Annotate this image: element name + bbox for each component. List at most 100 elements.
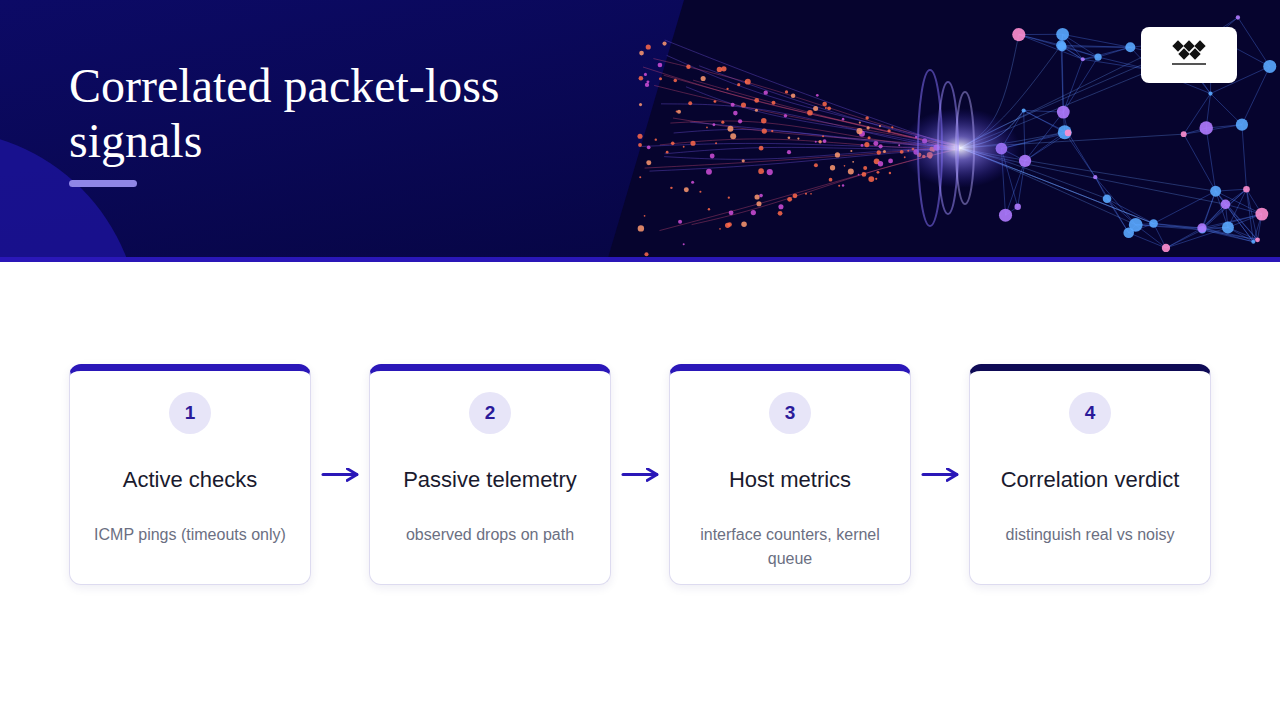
logo-wordmark [1172,63,1206,65]
particle [699,191,701,193]
network-node [1263,60,1276,73]
network-node [1181,131,1187,137]
process-card: 1Active checksICMP pings (timeouts only) [69,364,311,585]
particle [659,77,662,80]
particle [742,159,745,162]
particle [645,83,649,87]
particle [784,114,788,118]
flow-arrow [323,473,357,476]
network-link [1216,191,1258,240]
particle [877,171,880,174]
particle [728,197,730,199]
particle [745,79,751,85]
particle [816,94,819,97]
network-node [1094,53,1101,60]
network-node [1093,175,1097,179]
particle [791,94,795,98]
particle [830,165,835,170]
particle [638,143,642,147]
particle [688,101,692,105]
particle [691,181,694,184]
particle [729,210,734,215]
particle [647,145,651,149]
network-link [1129,233,1166,248]
particle [658,63,663,68]
particle [835,152,840,157]
particle [866,126,869,129]
particle [879,144,883,148]
particle [772,101,776,105]
particle [754,194,759,199]
particle [719,228,721,230]
network-node [1056,40,1066,50]
network-link [1136,225,1203,230]
process-card: 3Host metricsinterface counters, kernel … [669,364,911,585]
particle [838,185,840,187]
network-node [1199,121,1213,135]
particle [788,136,791,139]
network-link [1238,17,1270,66]
particle [741,221,747,227]
particle [644,215,646,217]
particle [852,161,854,163]
step-number: 3 [769,392,811,434]
network-link [1019,35,1062,47]
particle [715,142,717,144]
network-node [1057,106,1070,119]
particle [639,176,641,178]
particle [898,144,900,146]
network-node [1197,223,1206,232]
particle [805,193,807,195]
particle [706,169,712,175]
network-node [1149,219,1158,228]
network-link [1095,177,1135,225]
particle [725,223,730,228]
network-link [1184,134,1216,191]
particle [787,150,791,154]
network-node [1162,244,1170,252]
network-link [1024,110,1025,160]
particle [861,144,864,147]
particle [677,110,681,114]
particle [848,168,854,174]
step-title: Active checks [78,467,302,493]
particle [844,165,846,167]
particle [877,150,881,154]
particle [639,51,644,56]
step-description: distinguish real vs noisy [990,523,1190,547]
particle [858,174,860,176]
network-node [1058,125,1072,139]
network-node [1125,42,1135,52]
particle [646,44,651,49]
particle [683,243,685,245]
particle [813,106,818,111]
particle [868,176,874,182]
flow-arrow [623,473,657,476]
step-title: Correlation verdict [978,467,1202,493]
particle [639,76,644,81]
particle [721,66,726,71]
particle [741,102,746,107]
lens-ring [956,92,974,204]
particle [865,116,869,120]
particle [644,73,647,76]
network-node [1056,28,1069,41]
particle [708,208,710,210]
particle [778,211,783,216]
particle [671,142,675,146]
process-card: 4Correlation verdictdistinguish real vs … [969,364,1211,585]
particle [778,204,783,209]
particle [745,81,747,83]
particle [797,138,799,140]
particle [738,119,742,123]
network-node [1019,155,1031,167]
particle [678,220,682,224]
particle [815,141,817,143]
step-number: 2 [469,392,511,434]
network-link [1061,45,1063,112]
particle [759,194,763,198]
particle [646,160,651,165]
network-node [1236,119,1248,131]
network-node [999,209,1012,222]
